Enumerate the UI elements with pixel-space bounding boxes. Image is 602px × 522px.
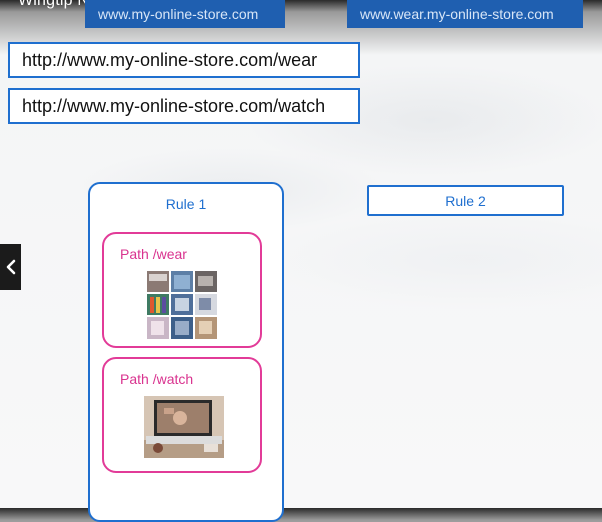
rule-2-box: Rule 2 bbox=[367, 185, 564, 216]
path-watch-label: Path /watch bbox=[120, 371, 194, 387]
rule-1-label: Rule 1 bbox=[165, 196, 207, 212]
chevron-left-icon bbox=[6, 259, 15, 275]
url-wear: http://www.my-online-store.com/wear bbox=[8, 42, 360, 78]
path-watch-box: Path /watch bbox=[102, 357, 262, 473]
laptop-video-image bbox=[144, 396, 224, 458]
domain-text: www.my-online-store.com bbox=[98, 6, 259, 22]
url-watch: http://www.my-online-store.com/watch bbox=[8, 88, 360, 124]
url-text: http://www.my-online-store.com/watch bbox=[22, 95, 326, 116]
domain-label-wear: www.wear.my-online-store.com bbox=[347, 0, 583, 28]
path-wear-label: Path /wear bbox=[120, 246, 187, 262]
previous-button[interactable] bbox=[0, 244, 21, 290]
domain-label-main: www.my-online-store.com bbox=[85, 0, 285, 28]
path-wear-box: Path /wear bbox=[102, 232, 262, 348]
clothing-collage-image bbox=[147, 271, 217, 339]
domain-text: www.wear.my-online-store.com bbox=[360, 6, 554, 22]
url-text: http://www.my-online-store.com/wear bbox=[22, 49, 318, 70]
rule-2-label: Rule 2 bbox=[445, 192, 486, 209]
